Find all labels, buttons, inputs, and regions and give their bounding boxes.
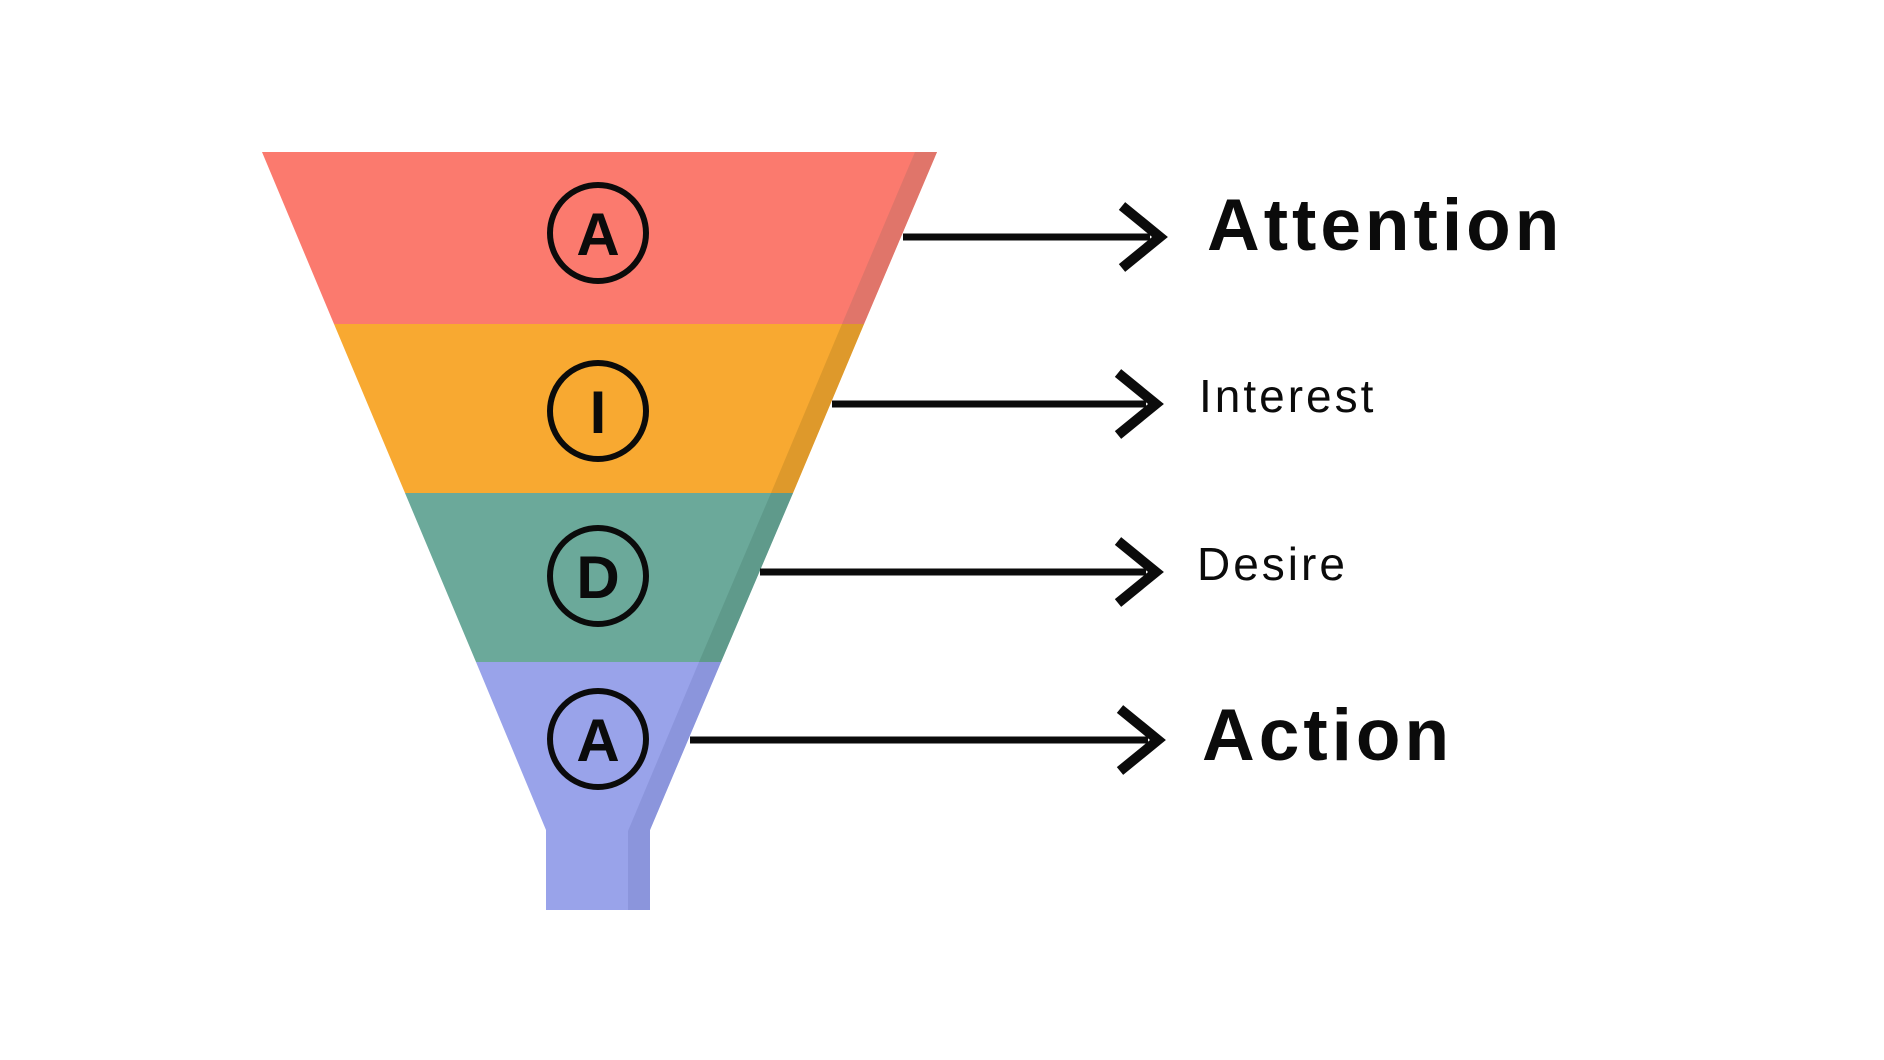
stage-letters: A I D A: [576, 201, 619, 774]
funnel-segment-attention: [262, 152, 937, 324]
arrow-action: [690, 705, 1166, 775]
arrow-interest: [832, 369, 1164, 439]
circle-attention: [547, 182, 649, 284]
funnel-bevel-bands: [628, 152, 937, 910]
bevel-desire: [699, 493, 793, 662]
circle-action: [547, 688, 649, 790]
arrow-head-attention: [1118, 202, 1168, 272]
stage-letter-attention: A: [576, 201, 619, 268]
circle-desire: [547, 525, 649, 627]
bevel-interest: [771, 324, 864, 493]
label-desire: Desire: [1197, 538, 1348, 590]
label-action: Action: [1202, 695, 1453, 776]
arrow-attention: [903, 202, 1168, 272]
label-interest: Interest: [1199, 370, 1376, 422]
arrows: [690, 202, 1168, 775]
stage-letter-interest: I: [590, 379, 607, 446]
funnel-segment-interest: [334, 324, 864, 493]
arrow-head-action: [1116, 705, 1166, 775]
stage-letter-action: A: [576, 707, 619, 774]
stage-letter-desire: D: [576, 544, 619, 611]
bevel-action: [628, 662, 721, 910]
arrow-head-desire: [1114, 537, 1164, 607]
label-attention: Attention: [1207, 185, 1563, 266]
arrow-desire: [760, 537, 1164, 607]
bevel-attention: [842, 152, 937, 324]
circle-interest: [547, 360, 649, 462]
funnel-segment-desire: [405, 493, 793, 662]
stage-labels: Attention Interest Desire Action: [1197, 185, 1563, 776]
stage-circles: [547, 182, 649, 790]
arrow-head-interest: [1114, 369, 1164, 439]
